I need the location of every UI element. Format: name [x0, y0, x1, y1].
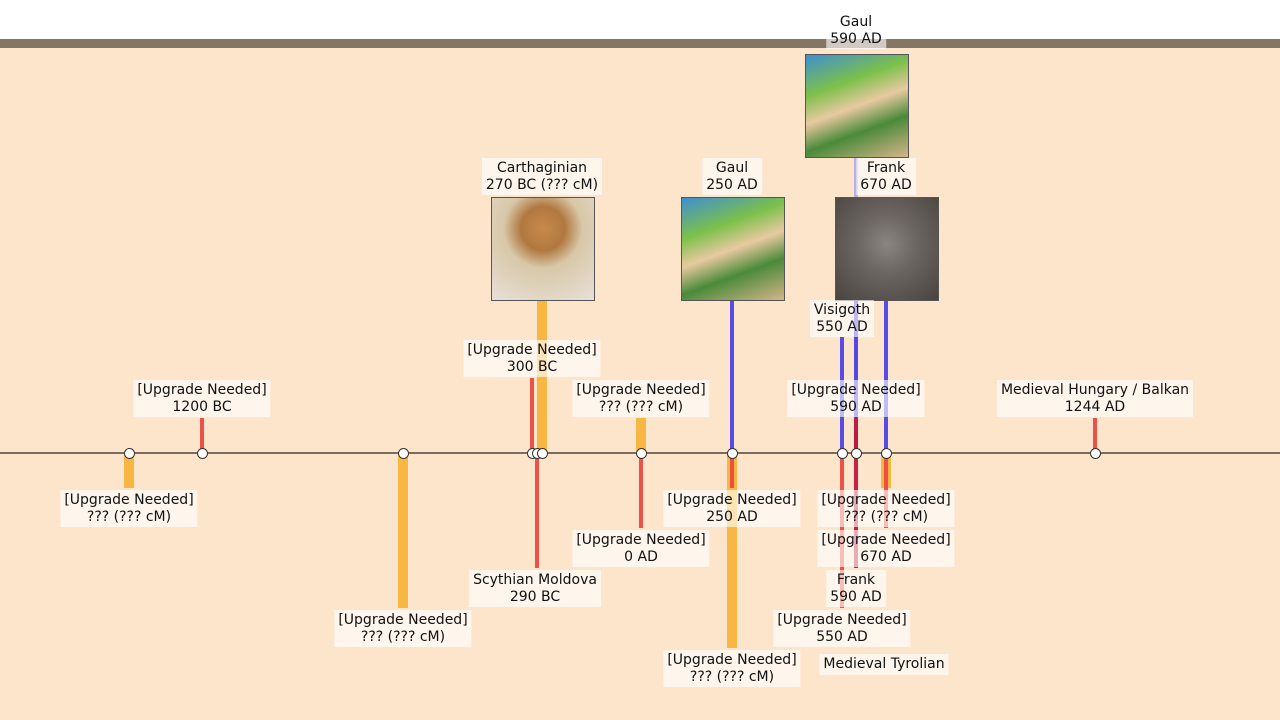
event-label-name: Gaul — [715, 160, 749, 176]
event-stem — [535, 453, 539, 568]
event-label-name: Medieval Tyrolian — [823, 656, 945, 672]
event-image[interactable] — [681, 197, 785, 301]
event-marker[interactable] — [196, 447, 208, 459]
event-label-date: 1244 AD — [1064, 398, 1126, 415]
event-label-name: Carthaginian — [496, 160, 588, 176]
event-label-name: [Upgrade Needed] — [338, 612, 468, 628]
event-label-date: 270 BC (??? cM) — [485, 176, 599, 193]
event-label-date: 250 AD — [706, 508, 758, 525]
event-label-name: Scythian Moldova — [473, 572, 597, 588]
event-label: [Upgrade Needed]??? (??? cM) — [572, 380, 710, 417]
event-label-name: [Upgrade Needed] — [576, 382, 706, 398]
event-label-date: ??? (??? cM) — [689, 668, 775, 685]
event-stem — [124, 453, 134, 488]
event-stem — [854, 418, 858, 453]
event-label-name: [Upgrade Needed] — [137, 382, 267, 398]
event-label-date: 590 AD — [830, 30, 882, 47]
event-label: [Upgrade Needed]550 AD — [773, 610, 911, 647]
event-label-name: [Upgrade Needed] — [467, 342, 597, 358]
event-label-name: [Upgrade Needed] — [777, 612, 907, 628]
timeline-top-band — [0, 39, 1280, 48]
event-marker[interactable] — [850, 447, 862, 459]
event-marker[interactable] — [635, 447, 647, 459]
event-label: [Upgrade Needed]??? (??? cM) — [334, 610, 472, 647]
event-label-name: Visigoth — [813, 302, 871, 318]
event-label: [Upgrade Needed]??? (??? cM) — [663, 650, 801, 687]
event-label: [Upgrade Needed]670 AD — [817, 530, 955, 567]
event-stem — [200, 418, 204, 453]
event-label-date: 300 BC — [506, 358, 558, 375]
event-label-date: 1200 BC — [172, 398, 232, 415]
event-label-name: [Upgrade Needed] — [576, 532, 706, 548]
event-label-name: Medieval Hungary / Balkan — [1000, 382, 1190, 398]
event-image[interactable] — [835, 197, 939, 301]
event-marker[interactable] — [397, 447, 409, 459]
event-label: [Upgrade Needed]590 AD — [787, 380, 925, 417]
top-margin — [0, 0, 1280, 39]
event-label-date: ??? (??? cM) — [360, 628, 446, 645]
event-label-date: ??? (??? cM) — [86, 508, 172, 525]
event-stem — [727, 453, 737, 648]
event-label-date: 590 AD — [830, 398, 882, 415]
event-label-date: 290 BC — [509, 588, 561, 605]
event-stem — [884, 300, 888, 453]
event-label: [Upgrade Needed]250 AD — [663, 490, 801, 527]
event-marker[interactable] — [536, 447, 548, 459]
event-image[interactable] — [491, 197, 595, 301]
event-label-date: 670 AD — [860, 548, 912, 565]
event-label-name: [Upgrade Needed] — [667, 492, 797, 508]
event-marker[interactable] — [880, 447, 892, 459]
event-label-date: 590 AD — [830, 588, 882, 605]
event-label-date: 670 AD — [860, 176, 912, 193]
event-stem — [636, 418, 646, 453]
event-label-name: [Upgrade Needed] — [821, 492, 951, 508]
event-label-date: ??? (??? cM) — [843, 508, 929, 525]
event-stem — [530, 378, 534, 453]
event-label-date: ??? (??? cM) — [598, 398, 684, 415]
event-label: [Upgrade Needed]1200 BC — [133, 380, 271, 417]
event-label-name: [Upgrade Needed] — [791, 382, 921, 398]
event-stem — [639, 453, 643, 528]
event-label: [Upgrade Needed]300 BC — [463, 340, 601, 377]
event-label-date: 550 AD — [816, 628, 868, 645]
event-marker[interactable] — [123, 447, 135, 459]
event-label-name: Frank — [836, 572, 876, 588]
event-label: [Upgrade Needed]??? (??? cM) — [817, 490, 955, 527]
event-label-name: Frank — [866, 160, 906, 176]
event-label-name: [Upgrade Needed] — [64, 492, 194, 508]
event-label-date: 0 AD — [624, 548, 658, 565]
event-stem — [1093, 418, 1097, 453]
event-label-date: 250 AD — [706, 176, 758, 193]
event-image[interactable] — [805, 54, 909, 158]
event-stem — [398, 453, 408, 608]
event-label: [Upgrade Needed]0 AD — [572, 530, 710, 567]
event-stem — [730, 300, 734, 453]
event-label-date: 550 AD — [816, 318, 868, 335]
event-label-name: [Upgrade Needed] — [821, 532, 951, 548]
event-label-name: Gaul — [839, 14, 873, 30]
event-marker[interactable] — [836, 447, 848, 459]
event-stem — [854, 300, 858, 453]
event-stem — [730, 453, 734, 488]
event-marker[interactable] — [726, 447, 738, 459]
event-label: [Upgrade Needed]??? (??? cM) — [60, 490, 198, 527]
event-label-name: [Upgrade Needed] — [667, 652, 797, 668]
event-label: Medieval Tyrolian — [819, 654, 949, 675]
event-marker[interactable] — [1089, 447, 1101, 459]
